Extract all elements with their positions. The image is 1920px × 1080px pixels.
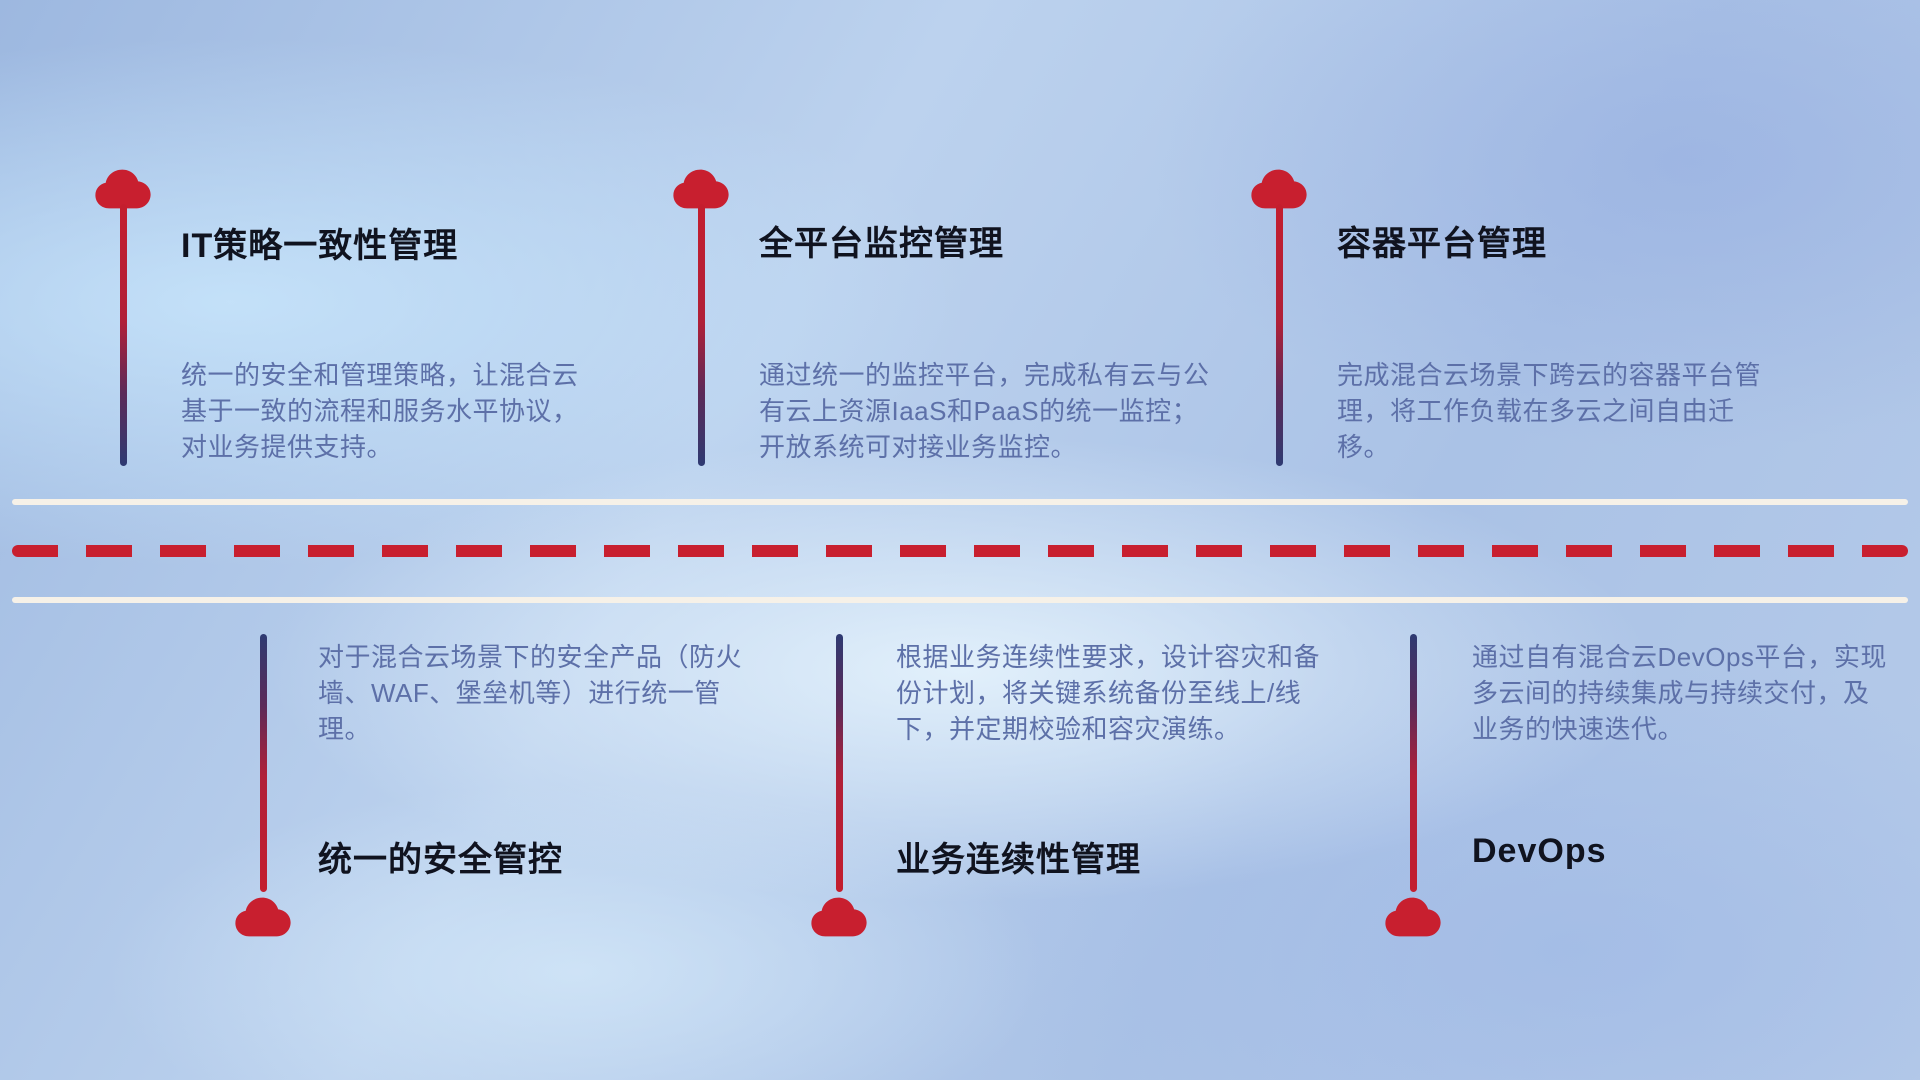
connector-line (260, 634, 267, 892)
item-description: 对于混合云场景下的安全产品（防火墙、WAF、堡垒机等）进行统一管理。 (318, 642, 743, 744)
item-description: 通过统一的监控平台，完成私有云与公有云上资源IaaS和PaaS的统一监控；开放系… (759, 360, 1210, 462)
cloud-icon (1384, 896, 1442, 938)
road-edge-top (12, 499, 1908, 505)
item-title: IT策略一致性管理 (181, 227, 459, 265)
item-description: 通过自有混合云DevOps平台，实现多云间的持续集成与持续交付，及业务的快速迭代… (1472, 642, 1887, 744)
cloud-icon (1250, 168, 1308, 210)
item-title: 业务连续性管理 (896, 841, 1141, 879)
item-title: DevOps (1472, 832, 1607, 870)
cloud-icon (94, 168, 152, 210)
connector-line (836, 634, 843, 892)
item-title: 全平台监控管理 (759, 225, 1004, 263)
item-description: 统一的安全和管理策略，让混合云基于一致的流程和服务水平协议，对业务提供支持。 (181, 360, 579, 462)
item-title: 统一的安全管控 (318, 841, 563, 879)
connector-line (1410, 634, 1417, 892)
connector-line (120, 204, 127, 466)
item-description: 根据业务连续性要求，设计容灾和备份计划，将关键系统备份至线上/线下，并定期校验和… (896, 642, 1321, 744)
cloud-icon (672, 168, 730, 210)
connector-line (1276, 204, 1283, 466)
item-description: 完成混合云场景下跨云的容器平台管理，将工作负载在多云之间自由迁移。 (1337, 360, 1762, 462)
road-edge-bottom (12, 597, 1908, 603)
cloud-icon (810, 896, 868, 938)
item-title: 容器平台管理 (1337, 225, 1547, 263)
road-dashed-centerline (12, 545, 1908, 557)
connector-line (698, 204, 705, 466)
cloud-icon (234, 896, 292, 938)
